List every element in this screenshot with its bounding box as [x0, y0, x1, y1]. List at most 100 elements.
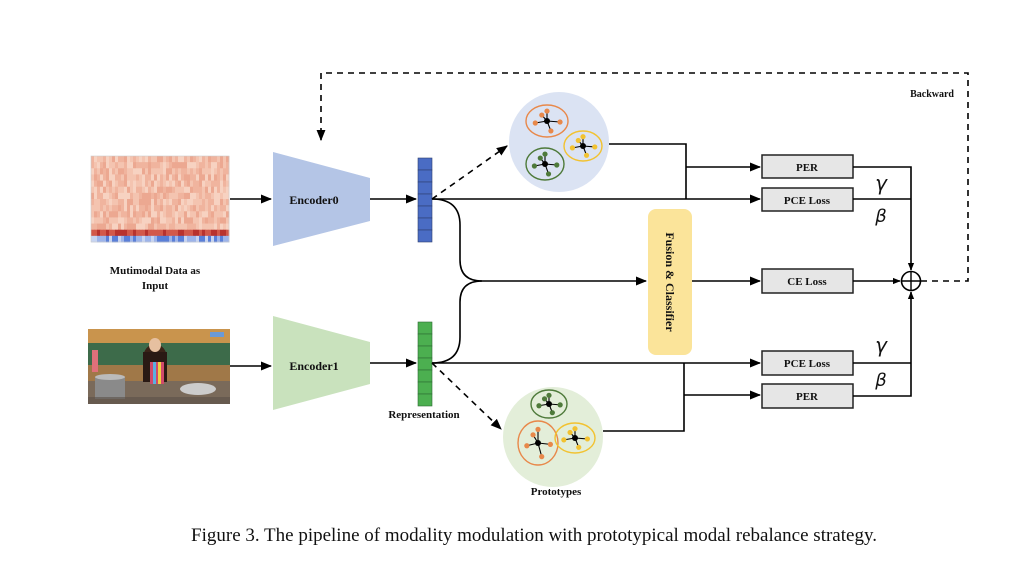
- cluster-point: [536, 403, 542, 409]
- spectrogram-cell: [181, 199, 185, 206]
- spectrogram-cell: [202, 211, 206, 218]
- pce-loss-box-top: PCE Loss: [761, 187, 854, 212]
- spectrogram-cell: [133, 235, 137, 243]
- spectrogram-cell: [106, 174, 110, 181]
- spectrogram-cell: [181, 180, 185, 188]
- spectrogram-cell: [118, 235, 122, 243]
- spectrogram-cell: [91, 205, 95, 212]
- spectrogram-cell: [136, 211, 140, 218]
- spectrogram-cell: [103, 205, 107, 212]
- spectrogram-cell: [124, 186, 128, 194]
- spectrogram-cell: [139, 223, 143, 231]
- spectrogram-cell: [220, 229, 224, 237]
- spectrogram-cell: [157, 199, 161, 206]
- prototypes-circle-bottom: [503, 387, 603, 487]
- spectrogram-cell: [94, 229, 98, 237]
- spectrogram-cell: [103, 156, 107, 163]
- spectrogram-cell: [214, 156, 218, 163]
- spectrogram-cell: [190, 192, 194, 200]
- spectrogram-cell: [91, 199, 95, 206]
- spectrogram-cell: [157, 192, 161, 200]
- spectrogram-cell: [148, 211, 152, 218]
- spectrogram-cell: [178, 205, 182, 212]
- spectrogram-cell: [211, 180, 215, 188]
- spectrogram-cell: [148, 217, 152, 224]
- spectrogram-cell: [193, 180, 197, 188]
- spectrogram-cell: [94, 156, 98, 163]
- prototype-cluster: [563, 130, 603, 162]
- spectrogram-cell: [121, 229, 125, 237]
- spectrogram-cell: [106, 168, 110, 175]
- spectrogram-cell: [184, 205, 188, 212]
- rep-merge-curve: [431, 198, 483, 364]
- spectrogram-cell: [133, 229, 137, 237]
- spectrogram-cell: [184, 217, 188, 224]
- spectrogram-cell: [142, 180, 146, 188]
- spectrogram-cell: [214, 217, 218, 224]
- spectrogram-cell: [139, 180, 143, 188]
- prototypes-label: Prototypes: [531, 486, 582, 498]
- spectrogram-cell: [109, 235, 113, 243]
- spectrogram-cell: [205, 235, 209, 243]
- spectrogram-cell: [193, 174, 197, 181]
- spectrogram-cell: [97, 223, 101, 231]
- spectrogram-cell: [124, 180, 128, 188]
- spectrogram-cell: [196, 229, 200, 237]
- spectrogram-cell: [106, 180, 110, 188]
- per-top-label: PER: [796, 162, 819, 174]
- spectrogram-cell: [199, 205, 203, 212]
- spectrogram-cell: [94, 235, 98, 243]
- spectrogram-cell: [97, 192, 101, 200]
- spectrogram-cell: [193, 186, 197, 194]
- spectrogram-cell: [208, 217, 212, 224]
- spectrogram-cell: [139, 205, 143, 212]
- representation-cell: [417, 369, 433, 383]
- spectrogram-cell: [112, 168, 116, 175]
- spectrogram-cell: [214, 180, 218, 188]
- spectrogram-cell: [199, 229, 203, 237]
- spectrogram-cell: [136, 174, 140, 181]
- representation-cell: [417, 157, 433, 171]
- spectrogram-cell: [115, 199, 119, 206]
- spectrogram-cell: [178, 174, 182, 181]
- spectrogram-cell: [190, 162, 194, 169]
- spectrogram-cell: [91, 156, 95, 163]
- spectrogram-cell: [97, 156, 101, 163]
- spectrogram-cell: [211, 156, 215, 163]
- spectrogram-cell: [217, 217, 221, 224]
- spectrogram-cell: [142, 168, 146, 175]
- spectrogram-cell: [91, 186, 95, 194]
- spectrogram-cell: [223, 180, 227, 188]
- spectrogram-cell: [124, 229, 128, 237]
- spectrogram-cell: [175, 211, 179, 218]
- spectrogram-cell: [145, 180, 149, 188]
- spectrogram-cell: [166, 199, 170, 206]
- spectrogram-cell: [130, 217, 134, 224]
- spectrogram-cell: [127, 199, 131, 206]
- spectrogram-cell: [115, 211, 119, 218]
- spectrogram-cell: [106, 217, 110, 224]
- spectrogram-cell: [226, 162, 230, 169]
- spectrogram-cell: [172, 205, 176, 212]
- proto1-route-line: [603, 363, 685, 432]
- spectrogram-cell: [91, 235, 95, 243]
- spectrogram-cell: [118, 199, 122, 206]
- spectrogram-cell: [157, 223, 161, 231]
- spectrogram-cell: [97, 174, 101, 181]
- cluster-point: [549, 410, 555, 416]
- spectrogram-cell: [148, 174, 152, 181]
- spectrogram-cell: [97, 168, 101, 175]
- spectrogram-cell: [136, 235, 140, 243]
- spectrogram-cell: [151, 223, 155, 231]
- spectrogram-cell: [151, 235, 155, 243]
- spectrogram-cell: [205, 162, 209, 169]
- spectrogram-cell: [133, 186, 137, 194]
- spectrogram-cell: [97, 186, 101, 194]
- spectrogram-cell: [181, 205, 185, 212]
- spectrogram-cell: [160, 199, 164, 206]
- spectrogram-cell: [166, 205, 170, 212]
- cluster-point: [537, 155, 543, 161]
- spectrogram-cell: [196, 235, 200, 243]
- spectrogram-cell: [133, 199, 137, 206]
- spectrogram-cell: [154, 211, 158, 218]
